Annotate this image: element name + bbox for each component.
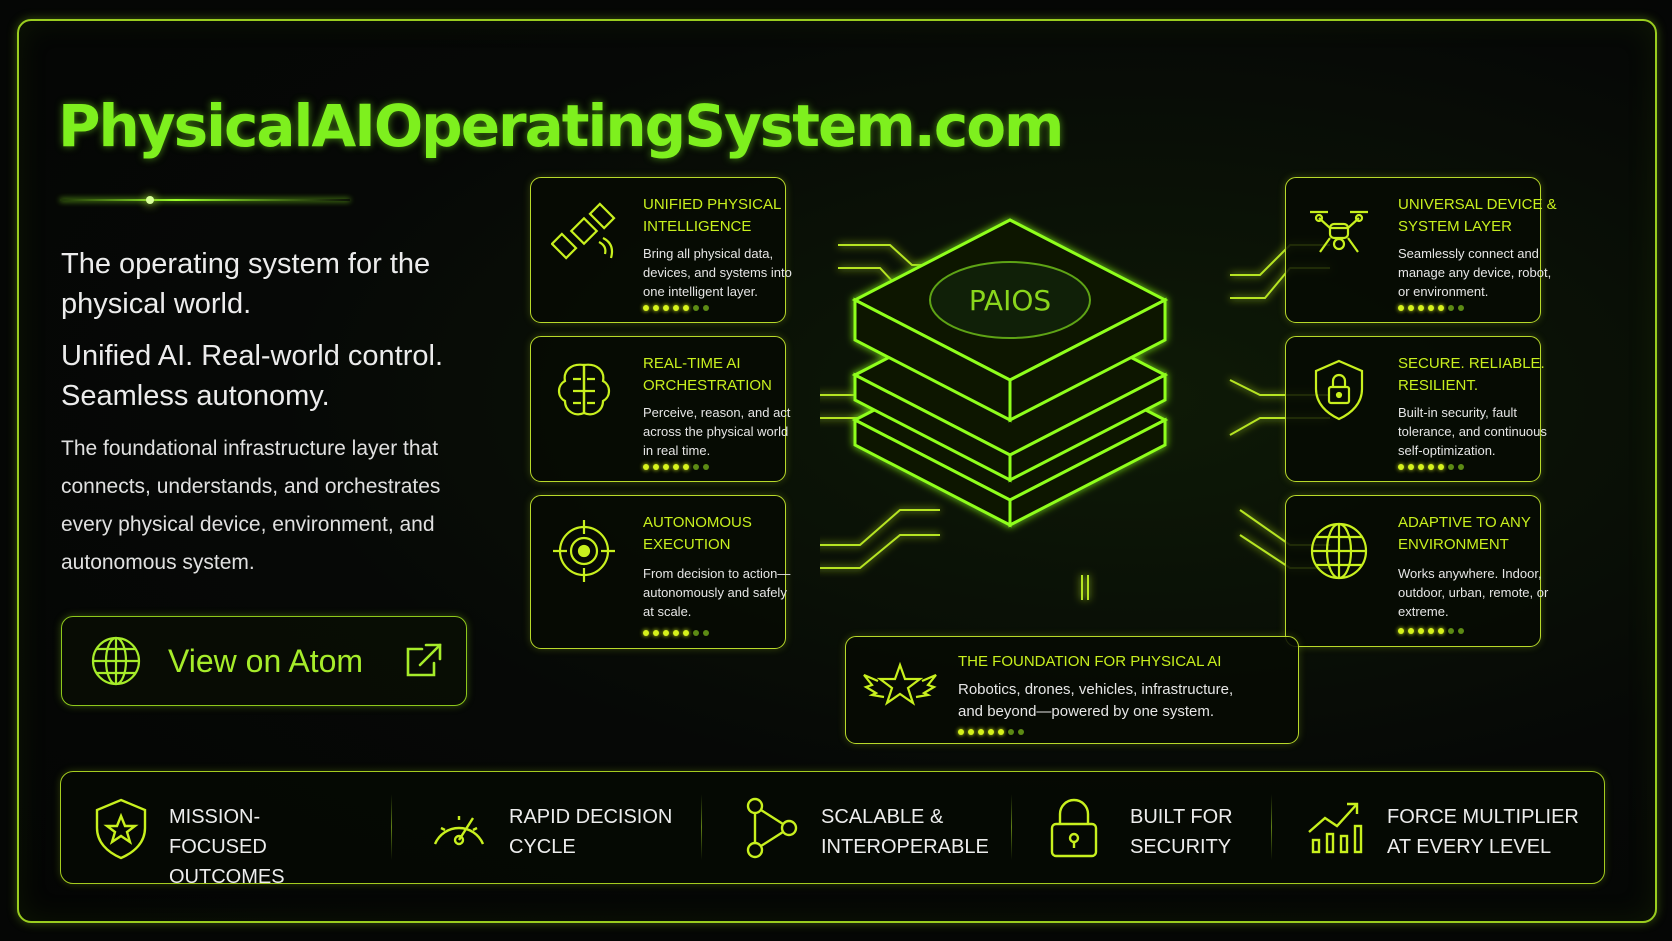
winged-star-icon: [862, 655, 938, 720]
brain-icon: [551, 357, 617, 428]
site-title: PhysicalAIOperatingSystem.com: [58, 92, 1064, 160]
progress-dots: [1398, 628, 1464, 634]
feature-label: SCALABLE & INTEROPERABLE: [821, 806, 989, 858]
shield-star-icon: [91, 796, 151, 865]
card-description: Seamlessly connect and manage any device…: [1398, 246, 1552, 299]
card-title: SECURE. RELIABLE. RESILIENT.: [1398, 355, 1545, 394]
drone-icon: [1306, 198, 1372, 269]
card-title: REAL-TIME AI ORCHESTRATION: [643, 355, 772, 394]
paios-core-label: PAIOS: [969, 284, 1051, 317]
speedometer-icon: [429, 800, 489, 861]
padlock-icon: [1046, 796, 1102, 865]
card-title: UNIFIED PHYSICAL INTELLIGENCE: [643, 196, 781, 235]
card-description: Perceive, reason, and act across the phy…: [643, 405, 791, 458]
target-icon: [551, 518, 617, 589]
card-title: UNIVERSAL DEVICE & SYSTEM LAYER: [1398, 196, 1557, 235]
card-description: Bring all physical data, devices, and sy…: [643, 246, 792, 299]
card-description: Built-in security, fault tolerance, and …: [1398, 405, 1547, 458]
card-foundation-for-physical-ai: THE FOUNDATION FOR PHYSICAL AI Robotics,…: [845, 636, 1299, 744]
view-on-atom-label: View on Atom: [168, 643, 364, 679]
view-on-atom-button[interactable]: View on Atom: [61, 616, 467, 706]
feature-force-multiplier: FORCE MULTIPLIER AT EVERY LEVEL: [1305, 772, 1585, 883]
card-title: AUTONOMOUS EXECUTION: [643, 514, 752, 553]
globe-icon: [1306, 518, 1372, 589]
progress-dots: [1398, 464, 1464, 470]
feature-rapid-decision: RAPID DECISION CYCLE: [429, 772, 719, 883]
feature-divider: [701, 794, 702, 860]
feature-label: RAPID DECISION CYCLE: [509, 806, 673, 858]
title-divider: [60, 196, 350, 204]
card-adaptive-to-any-environment: ADAPTIVE TO ANY ENVIRONMENT Works anywhe…: [1285, 495, 1548, 647]
card-description: Works anywhere. Indoor, outdoor, urban, …: [1398, 566, 1549, 619]
feature-label: FORCE MULTIPLIER AT EVERY LEVEL: [1387, 806, 1579, 858]
feature-label: BUILT FOR SECURITY: [1130, 806, 1233, 858]
satellite-icon: [550, 198, 617, 269]
description: The foundational infrastructure layer th…: [61, 437, 441, 574]
external-link-icon: [404, 641, 444, 686]
feature-divider: [1271, 794, 1272, 860]
feature-divider: [1011, 794, 1012, 860]
growth-chart-icon: [1305, 796, 1369, 861]
network-nodes-icon: [741, 796, 801, 865]
card-universal-device-system-layer: UNIVERSAL DEVICE & SYSTEM LAYER Seamless…: [1285, 177, 1557, 323]
feature-bar: MISSION-FOCUSED OUTCOMES RAPID DECISION …: [60, 771, 1605, 888]
tagline-secondary: Unified AI. Real-world control. Seamless…: [61, 340, 443, 412]
progress-dots: [643, 630, 709, 636]
feature-scalable: SCALABLE & INTEROPERABLE: [741, 772, 1031, 883]
feature-mission-focused: MISSION-FOCUSED OUTCOMES: [91, 772, 381, 888]
tagline-primary: The operating system for the physical wo…: [61, 248, 431, 320]
card-autonomous-execution: AUTONOMOUS EXECUTION From decision to ac…: [530, 495, 790, 649]
progress-dots: [643, 305, 709, 311]
globe-icon: [90, 635, 142, 692]
paios-chip-illustration: PAIOS: [815, 40, 1460, 660]
card-description: From decision to action—autonomously and…: [643, 566, 791, 619]
card-description: Robotics, drones, vehicles, infrastructu…: [958, 681, 1234, 720]
progress-dots: [958, 729, 1024, 735]
progress-dots: [1398, 305, 1464, 311]
card-title: ADAPTIVE TO ANY ENVIRONMENT: [1398, 514, 1531, 553]
card-unified-physical-intelligence: UNIFIED PHYSICAL INTELLIGENCE Bring all …: [530, 177, 792, 323]
feature-label: MISSION-FOCUSED OUTCOMES: [169, 806, 285, 888]
card-secure-reliable-resilient: SECURE. RELIABLE. RESILIENT. Built-in se…: [1285, 336, 1547, 482]
feature-built-for-security: BUILT FOR SECURITY: [1046, 772, 1296, 883]
shield-lock-icon: [1306, 357, 1372, 428]
feature-divider: [391, 794, 392, 860]
card-real-time-ai-orchestration: REAL-TIME AI ORCHESTRATION Perceive, rea…: [530, 336, 790, 482]
card-title: THE FOUNDATION FOR PHYSICAL AI: [958, 653, 1222, 670]
progress-dots: [643, 464, 709, 470]
